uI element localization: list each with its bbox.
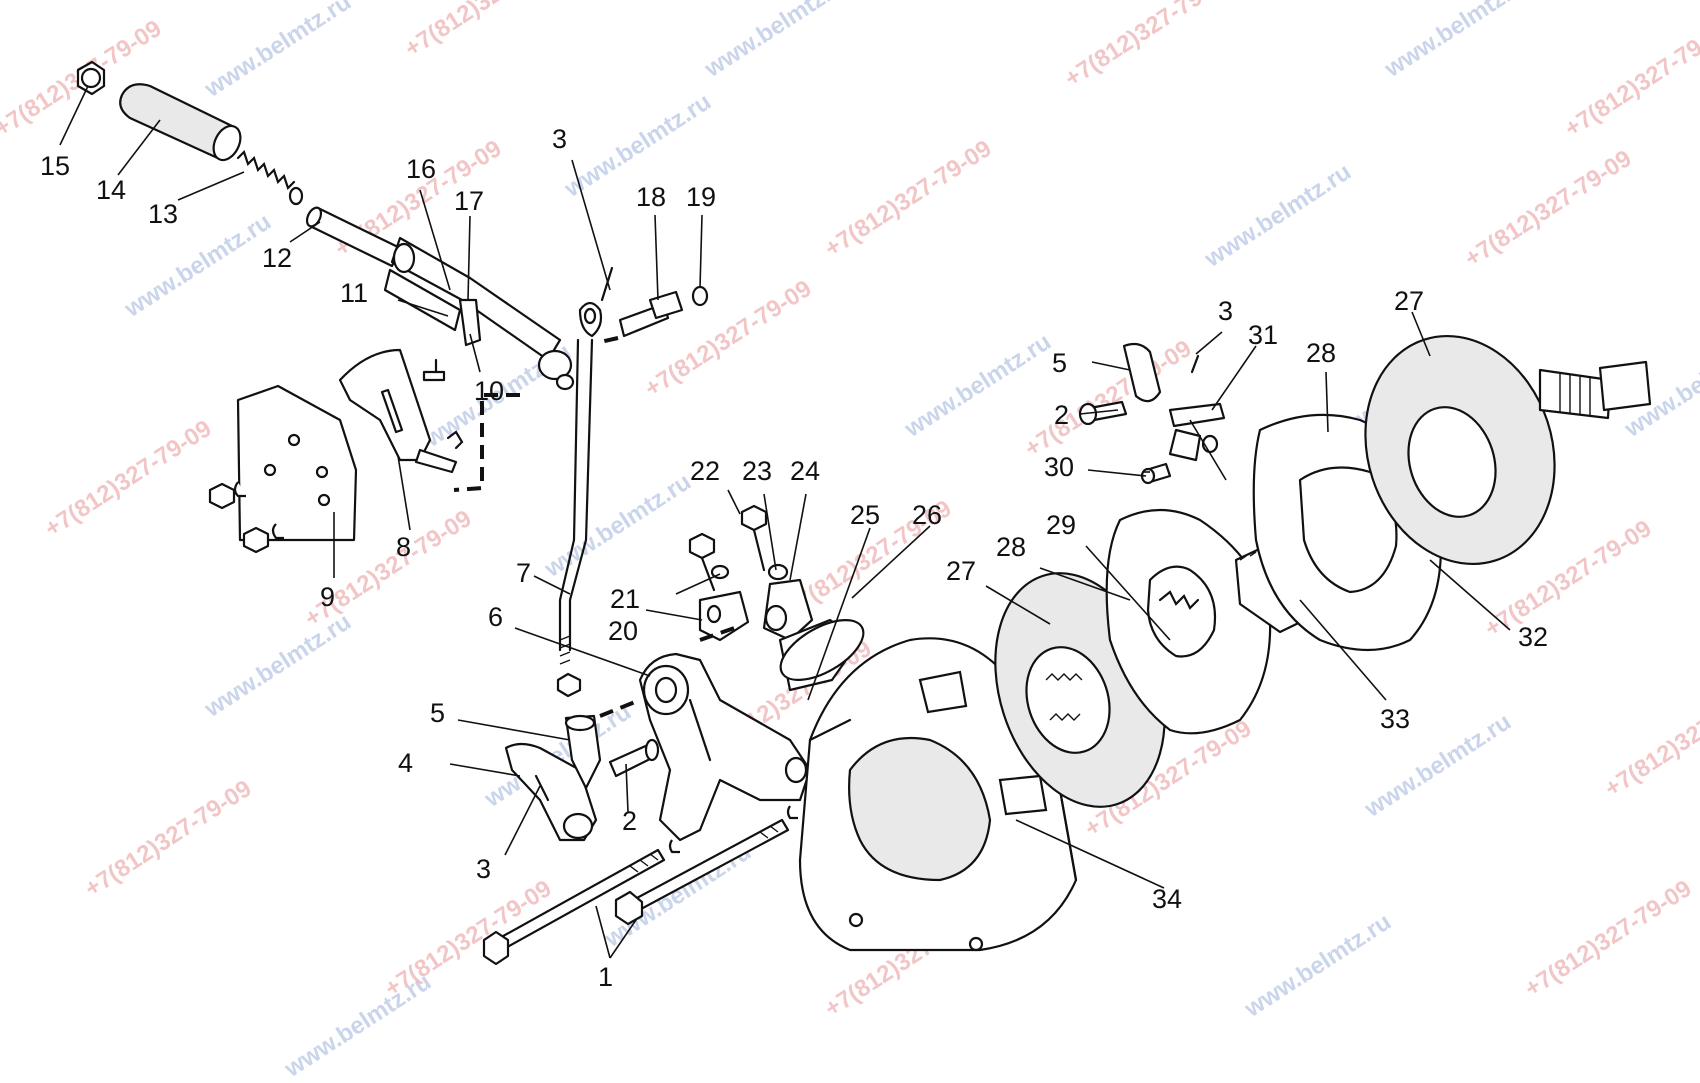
callout-2-left: 2 [622,806,637,836]
callout-6: 6 [488,602,503,632]
linkage-20-24 [688,504,865,692]
callout-14: 14 [96,175,126,205]
clevis-pin-18-19 [599,285,709,344]
callout-23: 23 [742,456,772,486]
callout-3-right: 3 [1218,296,1233,326]
callout-33: 33 [1380,704,1410,734]
callout-17: 17 [454,186,484,216]
callout-1: 1 [598,962,613,992]
callout-27-rear: 27 [1394,286,1424,316]
rod-7 [556,266,614,698]
linkage-upper-right [1078,342,1226,485]
callout-15: 15 [40,151,70,181]
callout-19: 19 [686,182,716,212]
callout-26: 26 [912,500,942,530]
callout-5-right: 5 [1052,348,1067,378]
callout-21: 21 [610,584,640,614]
lower-lever-4-5 [504,714,602,842]
nut-15 [76,60,106,96]
lever-16-17 [383,236,575,391]
callout-32: 32 [1518,622,1548,652]
callout-18: 18 [636,182,666,212]
callout-29: 29 [1046,510,1076,540]
callout-20: 20 [608,616,638,646]
callout-10: 10 [474,376,504,406]
callout-12: 12 [262,243,292,273]
callout-5-left: 5 [430,698,445,728]
callout-9: 9 [320,582,335,612]
spring-13 [236,149,304,206]
grip-14 [119,83,242,162]
leader-lines [59,85,1511,959]
callout-8: 8 [396,532,411,562]
bracket-8 [338,348,464,474]
disc-27-rear [1364,334,1652,566]
callout-7: 7 [516,558,531,588]
plate-9 [208,384,358,554]
callout-24: 24 [790,456,820,486]
callout-3-left: 3 [476,854,491,884]
callout-22: 22 [690,456,720,486]
long-bolts-1 [482,805,798,966]
callout-25: 25 [850,500,880,530]
bolt-2 [608,738,660,778]
rod-12 [305,206,402,268]
callout-4: 4 [398,748,413,778]
callout-28-front: 28 [996,532,1026,562]
bracket-6 [638,652,812,842]
callout-28-rear: 28 [1306,338,1336,368]
callout-34: 34 [1152,884,1182,914]
callout-3-top: 3 [552,124,567,154]
callout-13: 13 [148,199,178,229]
callout-2-right: 2 [1054,400,1069,430]
callout-labels: 15 14 13 12 16 17 11 10 3 18 19 9 8 7 6 … [40,124,1548,992]
callout-27-front: 27 [946,556,976,586]
callout-16: 16 [406,154,436,184]
callout-31: 31 [1248,320,1278,350]
callout-30: 30 [1044,452,1074,482]
callout-11: 11 [340,278,368,308]
